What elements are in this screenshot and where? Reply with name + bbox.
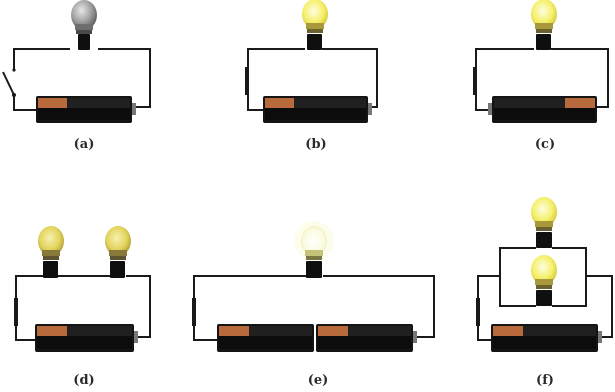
bulb-on — [531, 255, 557, 306]
switch-closed — [14, 298, 18, 326]
bulb-on — [531, 197, 557, 248]
panel-c: (c) — [473, 0, 609, 152]
battery — [217, 324, 314, 352]
panel-e: (e) — [192, 221, 435, 388]
panel-label: (c) — [535, 137, 555, 152]
panel-label: (a) — [74, 137, 95, 152]
bulb-dim — [105, 226, 131, 278]
panel-f: (f) — [476, 197, 613, 388]
battery — [263, 96, 372, 123]
bulb-dim — [38, 226, 64, 278]
bulb-bright — [294, 221, 334, 278]
panel-label: (e) — [308, 373, 329, 388]
battery — [488, 96, 597, 123]
battery — [35, 324, 138, 352]
panel-label: (b) — [305, 137, 326, 152]
switch-closed — [476, 298, 480, 326]
switch-closed — [473, 67, 477, 95]
battery — [491, 324, 602, 352]
battery — [316, 324, 417, 352]
panel-d: (d) — [14, 226, 151, 388]
panel-a: (a) — [2, 0, 151, 152]
bulb-on — [302, 0, 328, 50]
bulb-on — [531, 0, 557, 50]
panel-b: (b) — [245, 0, 378, 152]
switch-lever-open — [2, 71, 15, 96]
circuit-wire — [477, 247, 613, 341]
switch-closed — [192, 298, 196, 326]
circuit-wire — [13, 48, 151, 111]
battery — [36, 96, 136, 123]
bulb-off — [71, 0, 97, 50]
switch-contact — [12, 68, 16, 72]
panel-label: (f) — [536, 373, 554, 388]
switch-closed — [245, 67, 249, 95]
switch-pivot — [12, 93, 16, 97]
panel-label: (d) — [73, 373, 94, 388]
